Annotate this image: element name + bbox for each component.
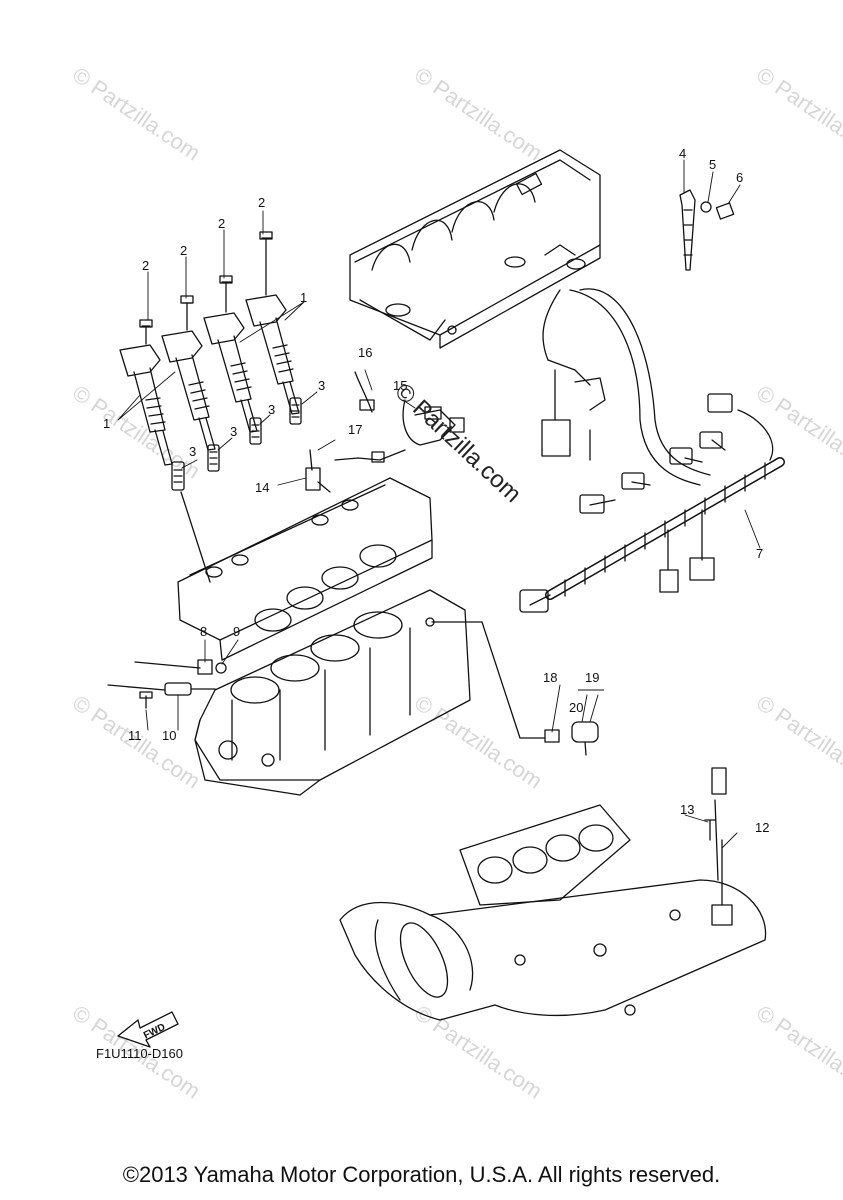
forward-arrow-icon	[117, 1011, 179, 1048]
leader-lines	[117, 159, 761, 849]
callout-10: 10	[162, 728, 176, 743]
spark-plugs-drawing	[171, 397, 302, 583]
sensor-leads-drawing	[305, 371, 465, 493]
callout-19: 19	[585, 670, 599, 685]
intake-plenum-drawing	[349, 149, 601, 349]
coil-bolts-drawing	[139, 231, 273, 345]
callout-3: 3	[268, 402, 275, 417]
callout-2: 2	[142, 258, 149, 273]
callout-2: 2	[180, 243, 187, 258]
callout-11: 11	[128, 728, 142, 743]
callout-2: 2	[218, 216, 225, 231]
callout-labels: 1 1 2 2 2 2 3 3 3 3 4 5 6 7 8 9 10 11 12…	[103, 146, 769, 835]
copyright-notice: ©2013 Yamaha Motor Corporation, U.S.A. A…	[122, 1162, 721, 1187]
wire-harness-drawing	[519, 288, 785, 613]
callout-3: 3	[230, 424, 237, 439]
callout-20: 20	[569, 700, 583, 715]
callout-1: 1	[103, 416, 110, 431]
callout-13: 13	[680, 802, 694, 817]
diagram-code: F1U1110-D160	[96, 1046, 183, 1061]
callout-7: 7	[756, 546, 763, 561]
knock-sensors-drawing	[107, 659, 227, 709]
callout-8: 8	[200, 624, 207, 639]
callout-5: 5	[709, 157, 716, 172]
callout-15: 15	[393, 378, 407, 393]
callout-6: 6	[736, 170, 743, 185]
callout-2: 2	[258, 195, 265, 210]
cylinder-head-drawing	[177, 477, 433, 661]
callout-4: 4	[679, 146, 686, 161]
callout-17: 17	[348, 422, 362, 437]
callout-16: 16	[358, 345, 372, 360]
callout-9: 9	[233, 624, 240, 639]
callout-12: 12	[755, 820, 769, 835]
temperature-sensors-drawing	[431, 621, 599, 756]
callout-18: 18	[543, 670, 557, 685]
callout-14: 14	[255, 480, 269, 495]
callout-3: 3	[189, 444, 196, 459]
cylinder-block-drawing	[194, 589, 471, 796]
exhaust-manifold-drawing	[339, 767, 767, 1021]
callout-1: 1	[300, 290, 307, 305]
band-and-bolts-drawing	[679, 189, 735, 271]
callout-3: 3	[318, 378, 325, 393]
